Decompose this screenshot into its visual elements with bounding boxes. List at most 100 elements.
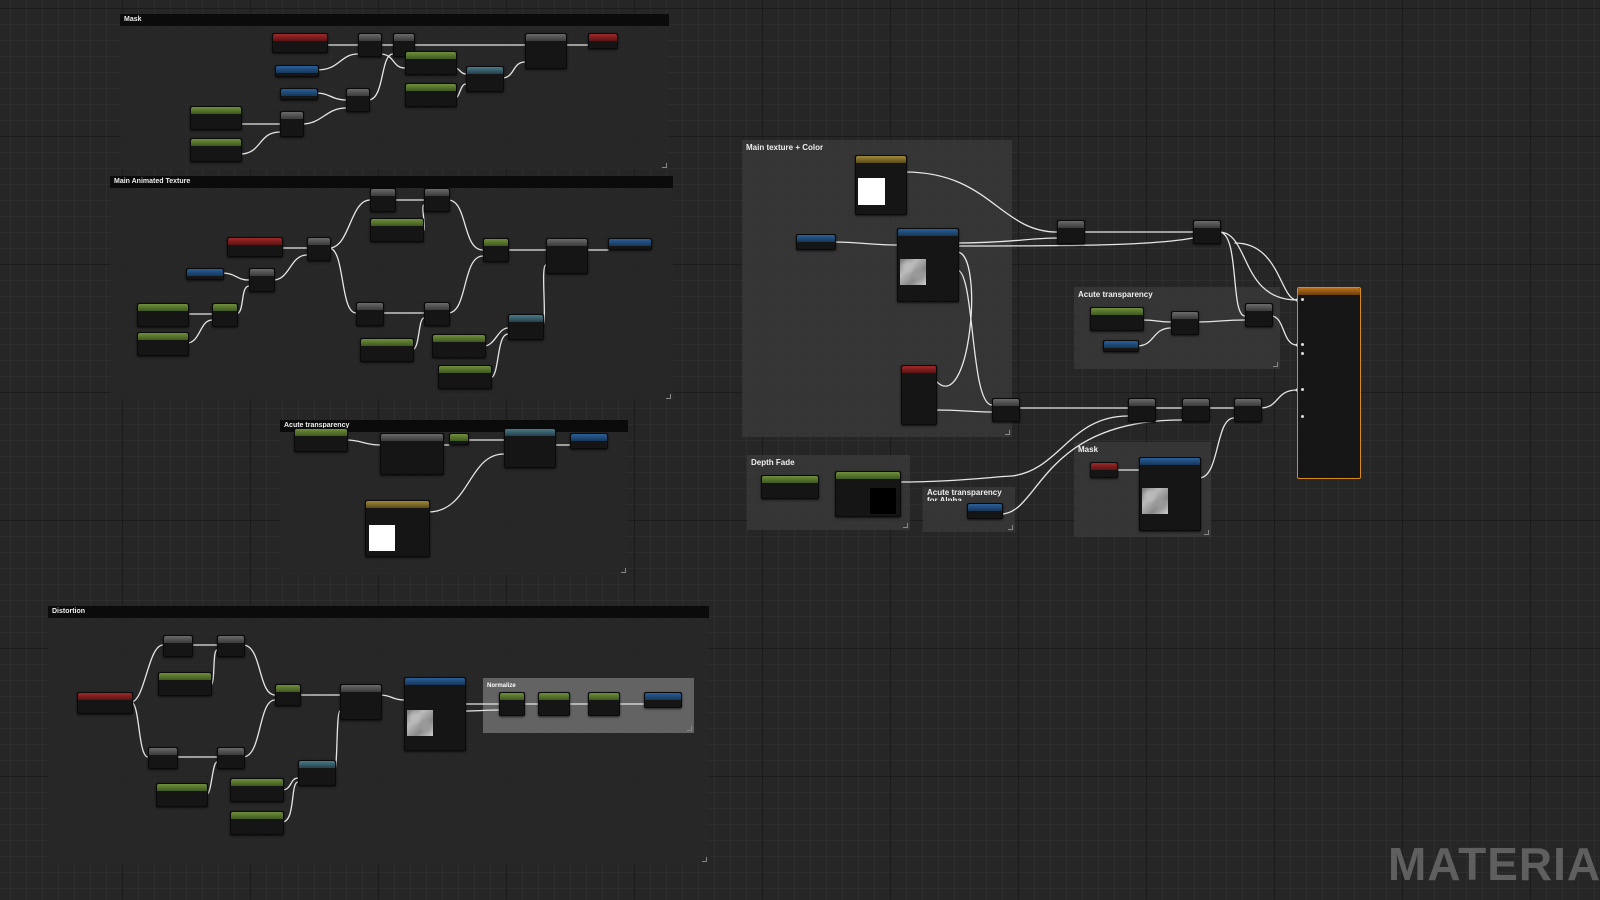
texture-sample-node[interactable] xyxy=(897,228,959,302)
texture-sample-node[interactable] xyxy=(1139,457,1201,531)
scalar-param-node[interactable] xyxy=(230,811,284,835)
pin-world-position-offset[interactable] xyxy=(1298,385,1360,394)
resize-handle[interactable] xyxy=(666,394,671,399)
constant-vector-node[interactable] xyxy=(365,500,430,557)
scalar-param-node[interactable] xyxy=(370,218,424,242)
resize-handle[interactable] xyxy=(1005,430,1010,435)
resize-handle[interactable] xyxy=(1204,530,1209,535)
pin-subsurface[interactable] xyxy=(1298,394,1360,403)
pin-specular[interactable] xyxy=(1298,313,1360,322)
multiply-node[interactable] xyxy=(217,635,245,657)
scalar-param-node[interactable] xyxy=(190,138,242,162)
multiply-node[interactable] xyxy=(1193,220,1221,244)
pin-surface-thickness[interactable] xyxy=(1298,448,1360,457)
pin-front-material[interactable] xyxy=(1298,457,1360,466)
pin-opacity[interactable] xyxy=(1298,349,1360,358)
multiply-node[interactable] xyxy=(249,268,275,292)
pin-base-color[interactable] xyxy=(1298,295,1360,304)
texcoord-node[interactable] xyxy=(77,692,133,714)
multiply-node[interactable] xyxy=(1171,311,1199,335)
append-node[interactable] xyxy=(298,760,336,786)
pin-custom-data[interactable] xyxy=(1298,403,1360,412)
scalar-param-node[interactable] xyxy=(230,778,284,802)
power-node[interactable] xyxy=(380,433,444,475)
multiply-node[interactable] xyxy=(217,747,245,769)
append-node[interactable] xyxy=(483,238,509,262)
panner-node[interactable] xyxy=(340,684,382,720)
texture-object-param[interactable] xyxy=(588,33,618,49)
resize-handle[interactable] xyxy=(662,163,667,168)
vector-param-node[interactable] xyxy=(855,155,907,215)
texture-param-node[interactable] xyxy=(186,268,224,280)
comment-main-animated-texture[interactable]: Main Animated Texture xyxy=(110,176,673,401)
multiply-node[interactable] xyxy=(424,302,450,326)
scalar-param-node[interactable] xyxy=(158,672,212,696)
resize-handle[interactable] xyxy=(702,857,707,862)
multiply-node[interactable] xyxy=(346,88,370,112)
append-node[interactable] xyxy=(275,684,301,706)
pin-ambient-occlusion[interactable] xyxy=(1298,412,1360,421)
multiply-node[interactable] xyxy=(538,692,570,716)
pin-refraction[interactable] xyxy=(1298,421,1360,430)
panner-node[interactable] xyxy=(525,33,567,69)
add-node[interactable] xyxy=(449,433,469,445)
panner-node[interactable] xyxy=(546,238,588,274)
resize-handle[interactable] xyxy=(903,523,908,528)
fresnel-node[interactable] xyxy=(504,428,556,468)
scalar-param-node[interactable] xyxy=(405,83,457,107)
resize-handle[interactable] xyxy=(1008,525,1013,530)
append-node[interactable] xyxy=(212,303,238,327)
multiply-node[interactable] xyxy=(1234,398,1262,422)
texture-sample-node[interactable] xyxy=(404,677,466,751)
vertex-color-node[interactable] xyxy=(901,365,937,425)
multiply-node[interactable] xyxy=(1128,398,1156,422)
append-node[interactable] xyxy=(466,66,504,92)
texture-param-node[interactable] xyxy=(796,234,836,250)
scalar-param-node[interactable] xyxy=(294,428,348,452)
scalar-param-node[interactable] xyxy=(190,106,242,130)
comment-distortion[interactable]: Distortion xyxy=(48,606,709,864)
append-node[interactable] xyxy=(499,692,525,716)
append-node[interactable] xyxy=(280,111,304,137)
append-node[interactable] xyxy=(508,314,544,340)
pin-shading-model[interactable] xyxy=(1298,439,1360,448)
material-output-node[interactable] xyxy=(1297,287,1361,479)
multiply-node[interactable] xyxy=(1057,220,1085,244)
multiply-node[interactable] xyxy=(356,302,384,326)
texture-object-param[interactable] xyxy=(1090,462,1118,478)
multiply-node[interactable] xyxy=(1182,398,1210,422)
multiply-node[interactable] xyxy=(424,188,450,212)
pin-metallic[interactable] xyxy=(1298,304,1360,313)
texture-param-node[interactable] xyxy=(280,88,318,100)
multiply-node[interactable] xyxy=(1245,303,1273,327)
texture-param-node[interactable] xyxy=(570,433,608,449)
scalar-param-node[interactable] xyxy=(405,51,457,75)
scalar-param-node[interactable] xyxy=(156,783,208,807)
scalar-param-node[interactable] xyxy=(1090,307,1144,331)
pin-normal[interactable] xyxy=(1298,367,1360,376)
multiply-node[interactable] xyxy=(992,398,1020,422)
multiply-node[interactable] xyxy=(148,747,178,769)
panner-node[interactable] xyxy=(358,33,382,57)
texture-param-node[interactable] xyxy=(967,503,1003,519)
multiply-node[interactable] xyxy=(370,188,396,212)
multiply-node[interactable] xyxy=(163,635,193,657)
pin-opacity-mask[interactable] xyxy=(1298,358,1360,367)
add-node[interactable] xyxy=(588,692,620,716)
scalar-param-node[interactable] xyxy=(432,334,486,358)
scalar-param-node[interactable] xyxy=(360,338,414,362)
scalar-param-node[interactable] xyxy=(438,365,492,389)
resize-handle[interactable] xyxy=(1273,362,1278,367)
scalar-param-node[interactable] xyxy=(761,475,819,499)
pin-roughness[interactable] xyxy=(1298,322,1360,331)
pin-tangent[interactable] xyxy=(1298,376,1360,385)
scalar-param-node[interactable] xyxy=(137,303,189,327)
add-node[interactable] xyxy=(307,237,331,261)
texture-param-node[interactable] xyxy=(1103,340,1139,352)
resize-handle[interactable] xyxy=(687,726,692,731)
pin-anisotropy[interactable] xyxy=(1298,331,1360,340)
scalar-param-node[interactable] xyxy=(137,332,189,356)
texcoord-node[interactable] xyxy=(272,33,328,53)
depth-fade-node[interactable] xyxy=(835,471,901,517)
texture-param-node[interactable] xyxy=(644,692,682,708)
